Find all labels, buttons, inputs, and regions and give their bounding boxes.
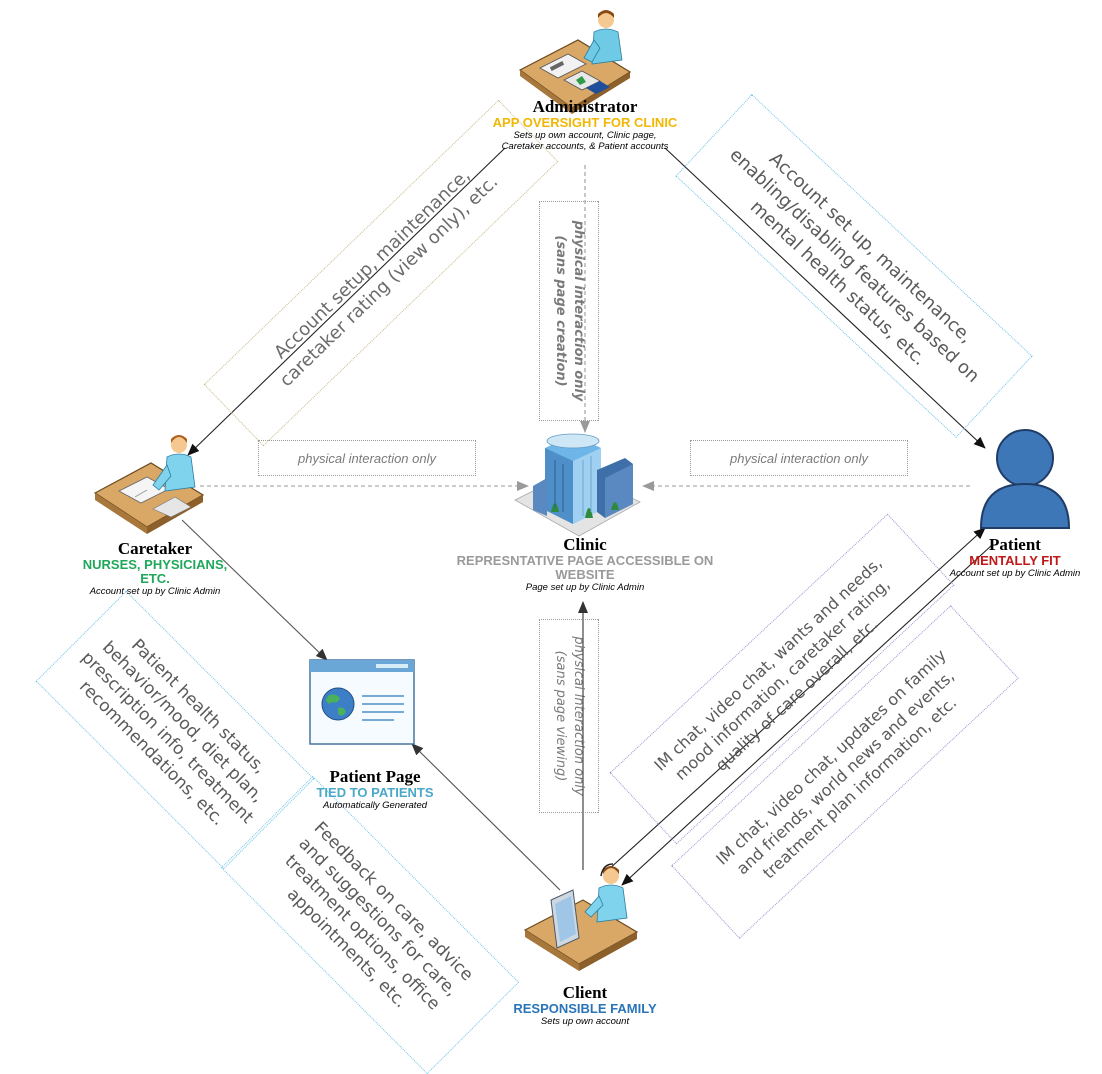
- label-client-to-clinic: physical interaction only (sans page vie…: [539, 619, 599, 813]
- label-caretaker-to-clinic: physical interaction only: [258, 440, 476, 476]
- node-note: Caretaker accounts, & Patient accounts: [501, 141, 669, 152]
- node-title: Patient Page: [329, 767, 421, 786]
- edge-admin-to-patient: [664, 147, 986, 449]
- label-line: physical interaction only: [571, 636, 586, 796]
- node-note: Sets up own account: [540, 1016, 630, 1027]
- node-title: Patient: [989, 535, 1041, 554]
- node-subtitle: WEBSITE: [555, 567, 615, 582]
- node-note: Account set up by Clinic Admin: [949, 568, 1081, 579]
- node-caretaker: Caretaker NURSES, PHYSICIANS, ETC. Accou…: [55, 539, 255, 598]
- node-title: Client: [562, 983, 608, 1002]
- node-subtitle: RESPONSIBLE FAMILY: [513, 1001, 657, 1016]
- person-at-desk-icon: [518, 10, 632, 114]
- node-client: Client RESPONSIBLE FAMILY Sets up own ac…: [470, 983, 700, 1028]
- node-subtitle: NURSES, PHYSICIANS,: [82, 557, 228, 572]
- node-note: Sets up own account, Clinic page,: [513, 130, 657, 141]
- edge-client-to-patient: [607, 527, 986, 871]
- edge-caretaker-to-patient-page: [181, 519, 328, 661]
- node-title: Clinic: [563, 535, 607, 554]
- node-administrator: Administrator APP OVERSIGHT FOR CLINIC S…: [445, 97, 725, 153]
- clinic-building-icon: [514, 433, 641, 537]
- label-line: (sans page creation): [553, 235, 568, 387]
- node-subtitle: MENTALLY FIT: [969, 553, 1061, 568]
- node-subtitle: TIED TO PATIENTS: [316, 785, 434, 800]
- label-line: (sans page viewing): [553, 650, 568, 782]
- node-note: Automatically Generated: [322, 800, 428, 811]
- node-title: Caretaker: [117, 539, 193, 558]
- node-subtitle: ETC.: [140, 571, 170, 586]
- edge-patient-to-client: [621, 544, 993, 886]
- node-patient-page: Patient Page TIED TO PATIENTS Automatica…: [290, 767, 460, 812]
- edge-client-to-patient-page: [411, 743, 561, 891]
- node-title: Administrator: [532, 97, 638, 116]
- person-writing-at-desk-icon: [93, 435, 205, 534]
- label-patient-to-clinic: physical interaction only: [690, 440, 908, 476]
- node-note: Page set up by Clinic Admin: [525, 582, 645, 593]
- node-note: Account set up by Clinic Admin: [89, 586, 221, 597]
- node-subtitle: APP OVERSIGHT FOR CLINIC: [492, 115, 678, 130]
- edge-admin-to-caretaker: [187, 147, 506, 456]
- label-admin-to-clinic: physical interaction only (sans page cre…: [539, 201, 599, 421]
- web-page-globe-icon: [309, 659, 415, 745]
- node-patient: Patient MENTALLY FIT Account set up by C…: [930, 535, 1100, 580]
- label-line: physical interaction only: [571, 220, 586, 402]
- node-subtitle: REPRESNTATIVE PAGE ACCESSIBLE ON: [456, 553, 714, 568]
- node-clinic: Clinic REPRESNTATIVE PAGE ACCESSIBLE ON …: [405, 535, 765, 594]
- person-with-headset-at-computer-icon: [523, 863, 639, 971]
- person-silhouette-icon: [979, 429, 1071, 529]
